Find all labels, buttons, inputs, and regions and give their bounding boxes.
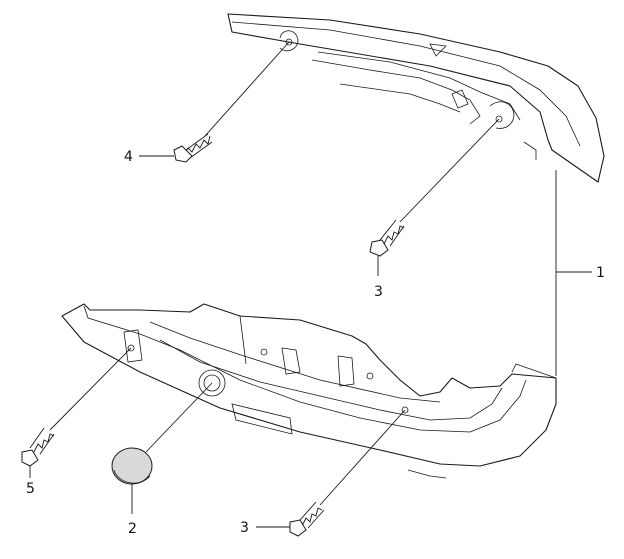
round-cap-part — [111, 447, 153, 485]
screw-upper-left — [173, 133, 213, 163]
lower-housing-part — [61, 303, 557, 479]
callout-2: 2 — [128, 521, 137, 537]
callout-3-lower: 3 — [240, 520, 249, 536]
callout-labels: 4 3 1 5 2 3 — [26, 149, 605, 537]
screw-bottom — [289, 501, 325, 537]
callout-3-upper: 3 — [374, 284, 383, 300]
callout-5: 5 — [26, 481, 35, 497]
screw-right-upper — [369, 219, 405, 257]
callout-4: 4 — [124, 149, 133, 165]
callout-1: 1 — [596, 265, 605, 281]
upper-housing-part — [227, 13, 605, 183]
leader-lines — [29, 41, 592, 528]
screw-lower-left — [21, 427, 55, 467]
